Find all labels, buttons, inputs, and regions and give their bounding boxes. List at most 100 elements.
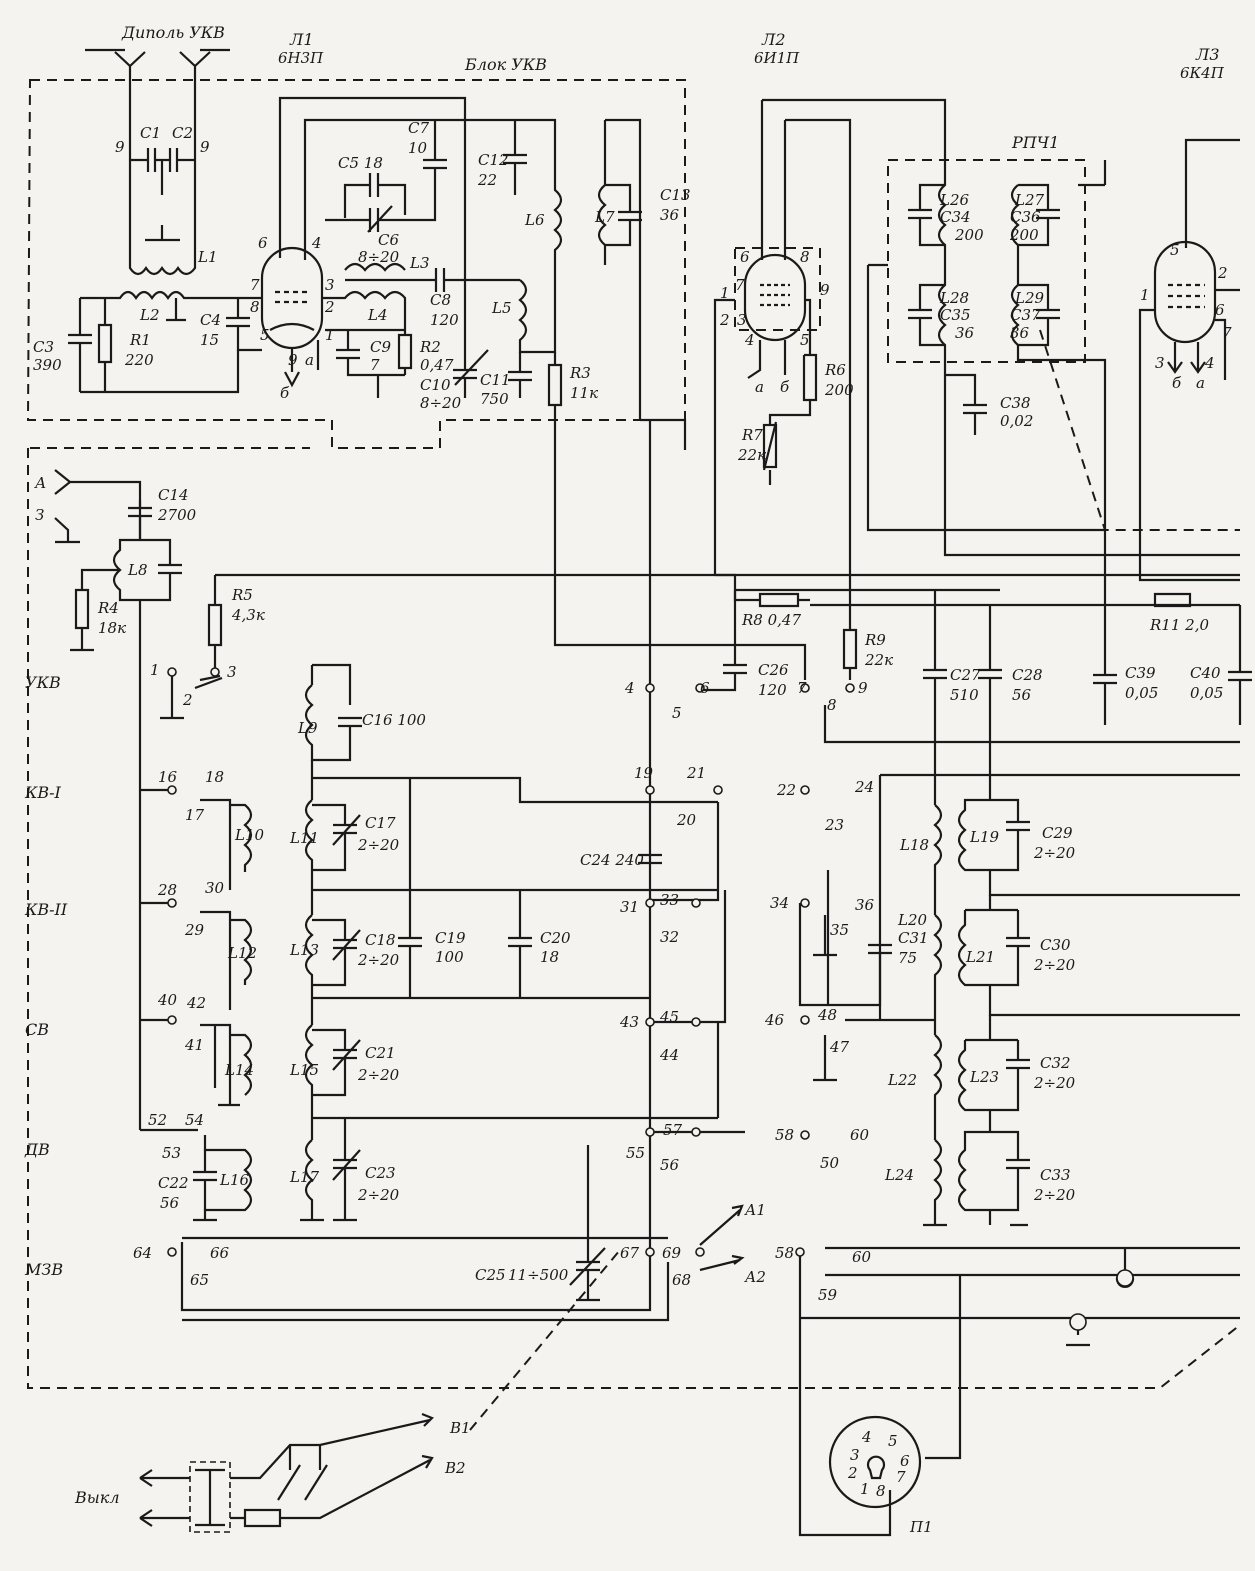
ant-a-label: А xyxy=(34,474,46,492)
c16-label: C16 100 xyxy=(362,711,426,729)
sw-4: 4 xyxy=(624,679,635,697)
c20-value: 18 xyxy=(540,948,559,966)
sw-5: 5 xyxy=(672,704,682,722)
inductor-l10 xyxy=(200,798,253,890)
l3-pin-b: б xyxy=(1172,374,1182,392)
c37-value: 36 xyxy=(1010,324,1030,342)
inductor-l11-c17 xyxy=(304,799,361,872)
sw-67: 67 xyxy=(620,1244,640,1262)
c17-label: C17 xyxy=(365,814,396,832)
inductor-l8 xyxy=(80,538,182,1130)
c4-label: C4 xyxy=(200,311,221,329)
c39-value: 0,05 xyxy=(1125,684,1158,702)
c26-label: C26 xyxy=(758,661,789,679)
rpch-coils xyxy=(866,150,1240,670)
inductor-l13-c18 xyxy=(304,914,361,987)
inductor-l18 xyxy=(933,804,943,880)
capacitor-c1-c2 xyxy=(130,148,195,195)
l1-pin-3: 3 xyxy=(325,276,335,294)
socket-pin-7: 7 xyxy=(896,1468,906,1486)
l3-pin-1: 1 xyxy=(1140,286,1150,304)
l26-label: L26 xyxy=(939,191,970,209)
inductor-l22 xyxy=(933,1034,943,1115)
lead-9b: 9 xyxy=(200,138,210,156)
c35-label: C35 xyxy=(940,306,971,324)
r9-value: 22к xyxy=(864,651,893,669)
c31-label: C31 xyxy=(898,929,929,947)
ant-z-label: З xyxy=(35,506,44,524)
c36-label: C36 xyxy=(1010,208,1041,226)
l21-label: L21 xyxy=(965,948,995,966)
sw-34: 34 xyxy=(770,894,789,912)
c37-label: C37 xyxy=(1010,306,1041,324)
inductor-l15-c21 xyxy=(304,1024,361,1097)
c14-label: C14 xyxy=(158,486,189,504)
sw-64: 64 xyxy=(133,1244,152,1262)
lead-9a: 9 xyxy=(115,138,125,156)
capacitor-c20 xyxy=(508,890,532,998)
c19-label: C19 xyxy=(435,929,466,947)
sw-44: 44 xyxy=(659,1046,679,1064)
socket-pin-2: 2 xyxy=(847,1464,858,1482)
c35-value: 36 xyxy=(955,324,975,342)
c29-value: 2÷20 xyxy=(1033,844,1076,862)
sw-40: 40 xyxy=(157,991,178,1009)
capacitor-c26 xyxy=(700,573,747,692)
capacitor-c10-c11 xyxy=(453,120,489,398)
inductor-l4 xyxy=(322,290,407,320)
sw-33: 33 xyxy=(660,891,679,909)
l3-label: L3 xyxy=(409,254,430,272)
c40-label: C40 xyxy=(1190,664,1221,682)
sw-24: 24 xyxy=(854,778,874,796)
capacitor-c12 xyxy=(503,120,527,195)
sw-35: 35 xyxy=(830,921,849,939)
dipole-label: Диполь УКВ xyxy=(121,23,225,42)
l11-label: L11 xyxy=(289,829,319,847)
l1-pin-a: а xyxy=(305,351,314,369)
capacitor-c8 xyxy=(345,268,520,292)
c30-label: C30 xyxy=(1040,936,1071,954)
l2-type-label: 6И1П xyxy=(754,49,800,67)
l1-pin-8: 8 xyxy=(250,298,260,316)
l23-label: L23 xyxy=(969,1068,999,1086)
l4-label: L4 xyxy=(367,306,388,324)
c1-label: C1 xyxy=(140,124,161,142)
sw-8: 8 xyxy=(827,696,837,714)
l2-pin-4: 4 xyxy=(744,331,755,349)
inductor-l6 xyxy=(515,118,563,270)
sw-36: 36 xyxy=(855,896,875,914)
c18-value: 2÷20 xyxy=(357,951,400,969)
r5-label: R5 xyxy=(231,586,253,604)
c32-label: C32 xyxy=(1040,1054,1071,1072)
dipole-antenna xyxy=(85,48,230,245)
sw-17: 17 xyxy=(185,806,205,824)
l2-label: L2 xyxy=(139,306,160,324)
l2-pin-7: 7 xyxy=(735,276,745,294)
inductor-l14 xyxy=(200,1023,253,1107)
c22-label: C22 xyxy=(158,1174,189,1192)
sw-32: 32 xyxy=(660,928,679,946)
sw-1: 1 xyxy=(150,661,160,679)
sw-56: 56 xyxy=(660,1156,680,1174)
sw-7: 7 xyxy=(797,679,807,697)
resistor-r5 xyxy=(207,575,223,672)
inductor-l17-c23 xyxy=(300,1118,361,1222)
c10-value: 8÷20 xyxy=(420,394,462,412)
tube-l2 xyxy=(713,98,947,630)
r3-value: 11к xyxy=(570,384,598,402)
l2-pin-5: 5 xyxy=(800,331,810,349)
block-ukv-label: Блок УКВ xyxy=(464,55,547,74)
capacitor-c19 xyxy=(398,778,422,998)
l2-pin-9: 9 xyxy=(820,281,830,299)
r11-label: R11 2,0 xyxy=(1149,616,1209,634)
c25-value: 11÷500 xyxy=(508,1266,569,1284)
capacitor-c6 xyxy=(325,178,437,233)
sw-45: 45 xyxy=(659,1008,679,1026)
sw-18: 18 xyxy=(205,768,224,786)
c13-label: C13 xyxy=(660,186,691,204)
inductor-l12 xyxy=(200,910,253,1010)
c27-value: 510 xyxy=(950,686,979,704)
c7-label: C7 xyxy=(408,119,429,137)
c14-value: 2700 xyxy=(157,506,197,524)
vykl-label: Выкл xyxy=(74,1488,120,1507)
